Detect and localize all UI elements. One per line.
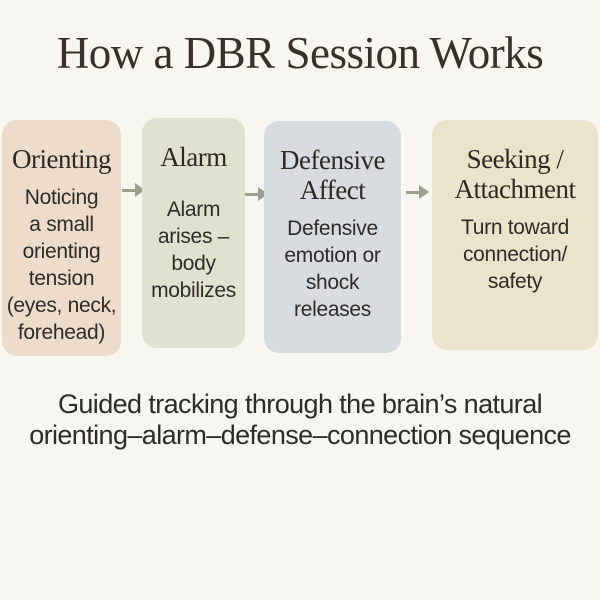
arrow-head	[258, 187, 268, 201]
arrow-head	[419, 185, 429, 199]
card-heading-alarm: Alarm	[160, 142, 227, 172]
arrow-shaft	[122, 188, 135, 192]
arrow-head	[135, 183, 145, 197]
card-body-alarm: Alarm arises – body mobilizes	[151, 198, 236, 302]
card-body-orienting: Noticing a small orienting tension (eyes…	[6, 186, 117, 344]
card-body-defensive-affect: Defensive emotion or shock releases	[284, 217, 381, 321]
card-body-seeking-attachment: Turn toward connection/ safety	[461, 216, 569, 293]
card-heading-seeking-attachment: Seeking / Attachment	[454, 144, 576, 204]
flow-arrow-icon	[122, 183, 145, 197]
flow-card-seeking-attachment: Seeking / Attachment Turn toward connect…	[432, 120, 598, 350]
flow-card-defensive-affect: Defensive Affect Defensive emotion or sh…	[264, 121, 401, 353]
flow-arrow-icon	[245, 187, 268, 201]
flow-card-alarm: Alarm Alarm arises – body mobilizes	[142, 118, 245, 348]
diagram-caption: Guided tracking through the brain’s natu…	[29, 389, 571, 450]
card-heading-defensive-affect: Defensive Affect	[280, 145, 385, 205]
card-heading-orienting: Orienting	[12, 144, 111, 174]
page-title: How a DBR Session Works	[56, 28, 544, 78]
arrow-shaft	[245, 192, 258, 196]
arrow-shaft	[406, 190, 419, 194]
flow-arrow-icon	[406, 185, 429, 199]
flow-card-orienting: Orienting Noticing a small orienting ten…	[2, 120, 121, 356]
